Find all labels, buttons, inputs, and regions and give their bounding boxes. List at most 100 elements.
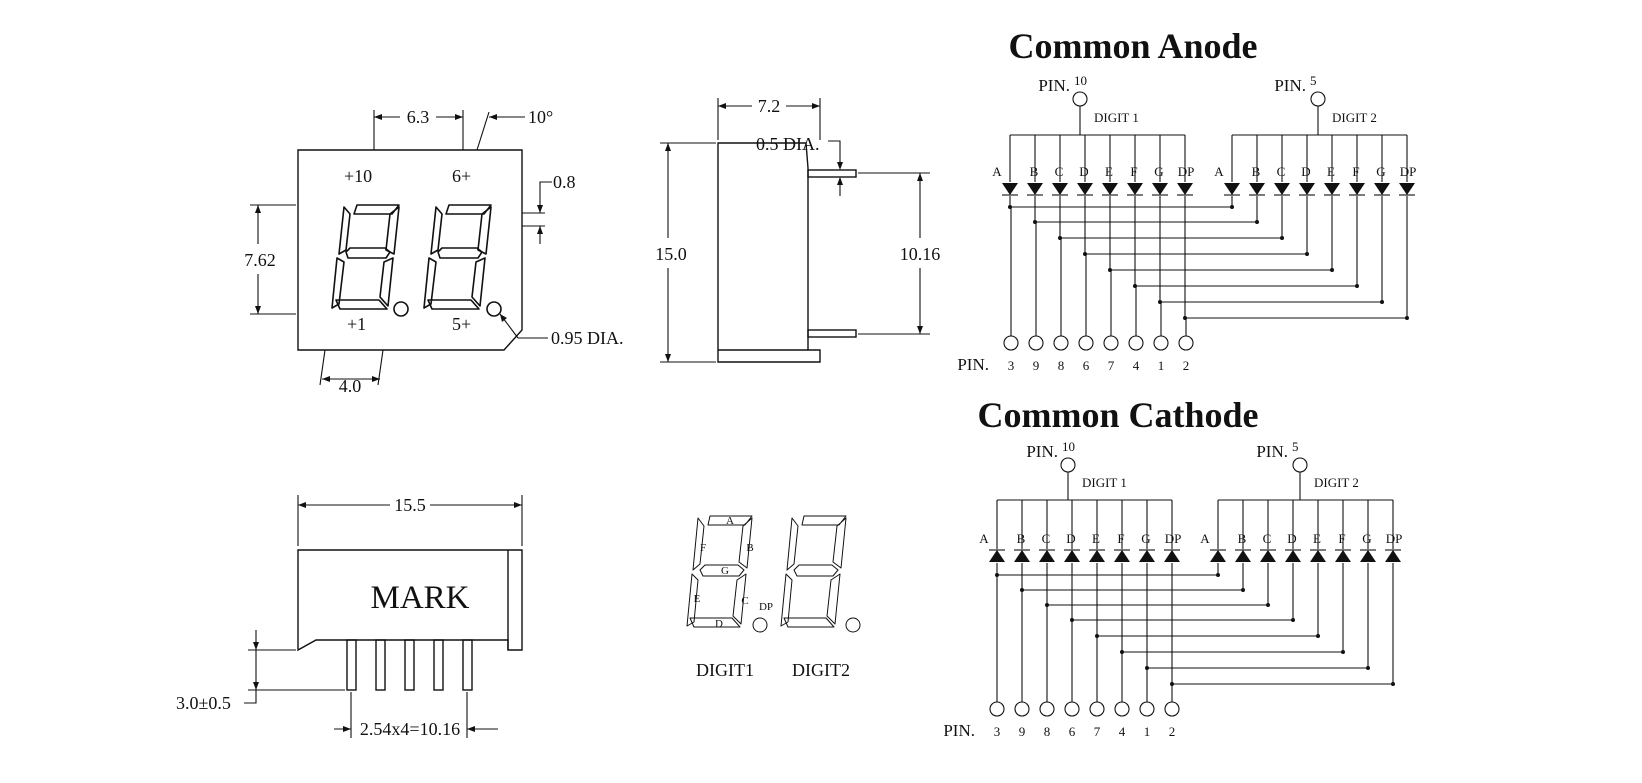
front-digit-2 bbox=[423, 204, 492, 310]
dim-arrow bbox=[812, 103, 820, 109]
output-pin-number: 4 bbox=[1119, 724, 1126, 739]
dim-arrow bbox=[718, 103, 726, 109]
segment-label: E bbox=[1327, 164, 1335, 179]
dim-arrow bbox=[255, 205, 261, 213]
dim-arrow bbox=[500, 314, 507, 322]
led-diode-symbol bbox=[1385, 550, 1401, 562]
schematic-title: Common Anode bbox=[1008, 26, 1257, 66]
dim-pitch: 2.54x4=10.16 bbox=[360, 719, 460, 739]
segment-label: C bbox=[1055, 164, 1064, 179]
dim-arrow bbox=[537, 226, 543, 234]
dim-slant: 10° bbox=[528, 107, 553, 127]
dim-dp-dia: 0.95 DIA. bbox=[551, 328, 624, 348]
output-pin-number: 8 bbox=[1058, 358, 1065, 373]
dim-arrow bbox=[489, 114, 497, 120]
digit-label: DIGIT 1 bbox=[1094, 110, 1139, 125]
segment-label: G bbox=[1141, 531, 1150, 546]
bottom-pin bbox=[346, 639, 357, 691]
output-pin-number: 2 bbox=[1183, 358, 1190, 373]
common-pin-terminal bbox=[1292, 457, 1308, 473]
led-diode-symbol bbox=[1014, 550, 1030, 562]
junction-dot bbox=[1341, 650, 1345, 654]
junction-dot bbox=[1405, 316, 1409, 320]
output-pin-number: 9 bbox=[1019, 724, 1026, 739]
output-pin-terminal bbox=[1064, 701, 1080, 717]
led-diode-symbol bbox=[1299, 183, 1315, 195]
output-pin-word: PIN. bbox=[943, 721, 975, 740]
segment-label: G bbox=[1362, 531, 1371, 546]
led-diode-symbol bbox=[1089, 550, 1105, 562]
output-pin-number: 1 bbox=[1144, 724, 1151, 739]
junction-dot bbox=[1380, 300, 1384, 304]
segment-label: G bbox=[1154, 164, 1163, 179]
dim-ext-line bbox=[377, 349, 384, 386]
dim-arrow bbox=[343, 726, 351, 732]
output-pin-terminal bbox=[989, 701, 1005, 717]
dim-pin-spacing: 10.16 bbox=[900, 244, 941, 264]
segment-label: F bbox=[1130, 164, 1137, 179]
dim-segment-width: 0.8 bbox=[553, 172, 576, 192]
output-pin-number: 6 bbox=[1069, 724, 1076, 739]
output-pin-number: 3 bbox=[1008, 358, 1015, 373]
output-pin-number: 7 bbox=[1108, 358, 1115, 373]
segment-label: DP bbox=[1178, 164, 1195, 179]
pin-number-top-right: 6+ bbox=[452, 166, 471, 186]
dim-arrow bbox=[537, 205, 543, 213]
side-body-outline bbox=[717, 142, 821, 363]
front-dp-1 bbox=[393, 301, 409, 317]
dim-arrow bbox=[255, 306, 261, 314]
segment-label: F bbox=[1338, 531, 1345, 546]
dim-leader bbox=[244, 690, 257, 704]
led-diode-symbol bbox=[1152, 183, 1168, 195]
dim-bottom: 4.0 bbox=[339, 376, 362, 396]
segment-map-digit-2 bbox=[780, 515, 847, 628]
led-diode-symbol bbox=[1002, 183, 1018, 195]
segment-label-g: G bbox=[721, 565, 729, 577]
dim-arrow bbox=[917, 173, 923, 181]
led-diode-symbol bbox=[1077, 183, 1093, 195]
output-pin-terminal bbox=[1003, 335, 1019, 351]
segment-label: D bbox=[1301, 164, 1310, 179]
segment-label: D bbox=[1079, 164, 1088, 179]
dim-arrow bbox=[374, 114, 382, 120]
common-pin-word: PIN. bbox=[1256, 442, 1288, 461]
dim-arrow bbox=[467, 726, 475, 732]
common-pin-word: PIN. bbox=[1274, 76, 1306, 95]
junction-dot bbox=[1330, 268, 1334, 272]
junction-dot bbox=[1230, 205, 1234, 209]
dim-arrow bbox=[253, 642, 259, 650]
segment-label-a: A bbox=[726, 515, 734, 527]
digit1-caption: DIGIT1 bbox=[696, 660, 754, 680]
led-diode-symbol bbox=[1114, 550, 1130, 562]
mark-text: MARK bbox=[370, 580, 469, 616]
led-diode-symbol bbox=[1224, 183, 1240, 195]
output-pin-terminal bbox=[1028, 335, 1044, 351]
segment-label: B bbox=[1017, 531, 1026, 546]
dim-depth: 7.2 bbox=[758, 96, 781, 116]
common-pin-number: 10 bbox=[1062, 439, 1075, 454]
segment-label: C bbox=[1277, 164, 1286, 179]
segment-label-dp: DP bbox=[759, 601, 773, 613]
digit2-caption: DIGIT2 bbox=[792, 660, 850, 680]
dim-arrow bbox=[298, 502, 306, 508]
dim-arrow bbox=[917, 326, 923, 334]
output-pin-number: 1 bbox=[1158, 358, 1165, 373]
dim-arrow bbox=[322, 376, 330, 382]
dim-digit-pitch: 6.3 bbox=[407, 107, 430, 127]
digit-label: DIGIT 2 bbox=[1314, 475, 1359, 490]
bottom-pin bbox=[433, 639, 444, 691]
dim-arrow bbox=[665, 143, 671, 151]
bottom-pin bbox=[462, 639, 473, 691]
common-pin-word: PIN. bbox=[1038, 76, 1070, 95]
junction-dot bbox=[1355, 284, 1359, 288]
schematic-title: Common Cathode bbox=[977, 395, 1258, 435]
led-diode-symbol bbox=[1324, 183, 1340, 195]
output-pin-terminal bbox=[1089, 701, 1105, 717]
dim-height: 15.0 bbox=[655, 244, 687, 264]
bottom-pin bbox=[404, 639, 415, 691]
segment-label: E bbox=[1105, 164, 1113, 179]
segment-label: F bbox=[1117, 531, 1124, 546]
